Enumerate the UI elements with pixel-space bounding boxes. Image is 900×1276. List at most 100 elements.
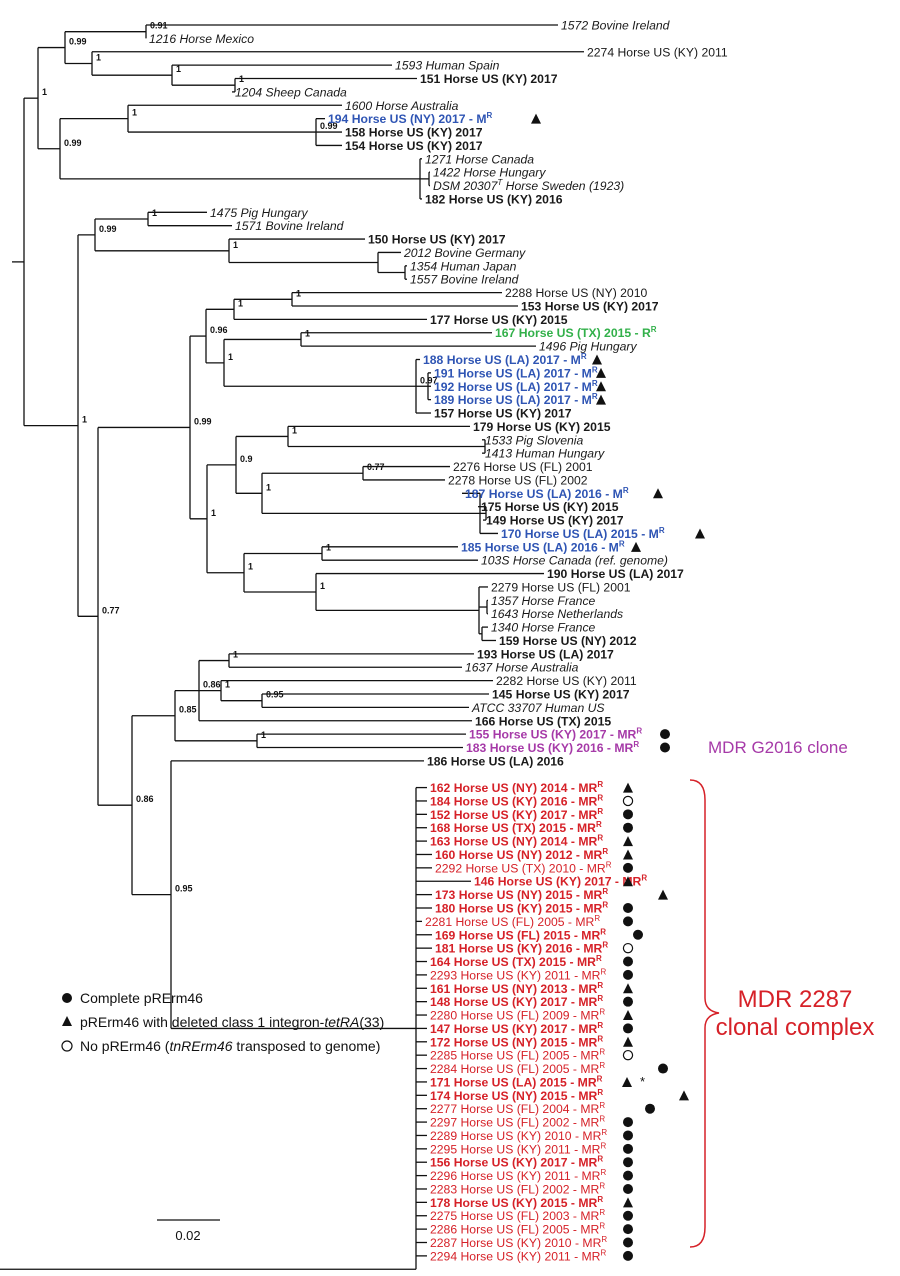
triangle-icon <box>695 528 705 539</box>
filled-dot-icon <box>623 1143 633 1154</box>
filled-dot-icon <box>623 822 633 833</box>
filled-dot-icon <box>623 996 633 1007</box>
leaf-label: 2284 Horse US (FL) 2005 - MRR <box>430 1061 605 1076</box>
leaf-label: 2280 Horse US (FL) 2009 - MRR <box>430 1008 605 1023</box>
support-value: 0.99 <box>194 416 212 426</box>
leaf-label: DSM 20307T Horse Sweden (1923) <box>433 178 624 193</box>
support-value: 0.77 <box>367 462 385 472</box>
triangle-icon <box>623 1010 633 1021</box>
leaf-label: 2274 Horse US (KY) 2011 <box>587 45 728 59</box>
leaf-label: 2296 Horse US (KY) 2011 - MRR <box>430 1168 606 1183</box>
support-value: 1 <box>152 208 157 218</box>
leaf-label: 2012 Bovine Germany <box>403 246 526 260</box>
leaf-label: 1637 Horse Australia <box>465 661 579 675</box>
leaf-label: 2283 Horse US (FL) 2002 - MRR <box>430 1181 605 1196</box>
leaf-label: 163 Horse US (NY) 2014 - MRR <box>430 834 603 849</box>
clade-brace-2287 <box>689 779 720 1248</box>
support-value: 0.77 <box>102 605 120 615</box>
support-value: 1 <box>239 74 244 84</box>
leaf-label: 1357 Horse France <box>491 594 596 608</box>
leaf-label: 155 Horse US (KY) 2017 - MRR <box>469 727 642 742</box>
filled-dot-icon <box>623 1170 633 1181</box>
leaf-label: 146 Horse US (KY) 2017 - MRR <box>474 874 647 889</box>
clade-label-2287-sub: clonal complex <box>716 1014 875 1041</box>
support-value: 0.95 <box>175 884 193 894</box>
clade-label-2287: MDR 2287 <box>738 986 853 1013</box>
leaf-label: 1340 Horse France <box>491 621 596 635</box>
support-value: 0.95 <box>266 690 284 700</box>
support-value: 1 <box>266 482 271 492</box>
leaf-label: 175 Horse US (KY) 2015 <box>481 500 619 514</box>
leaf-label: 187 Horse US (LA) 2016 - MR <box>465 486 629 501</box>
leaf-label: 1643 Horse Netherlands <box>491 607 623 621</box>
leaf-label: 158 Horse US (KY) 2017 <box>345 126 483 140</box>
leaf-label: 2297 Horse US (FL) 2002 - MRR <box>430 1115 605 1130</box>
triangle-icon <box>596 394 606 405</box>
leaf-label: 147 Horse US (KY) 2017 - MRR <box>430 1021 603 1036</box>
triangle-icon <box>596 367 606 378</box>
triangle-icon <box>623 849 633 860</box>
filled-dot-icon <box>623 916 633 927</box>
clade-label-g2016: MDR G2016 clone <box>708 738 848 757</box>
leaf-label: 192 Horse US (LA) 2017 - MR <box>434 379 598 394</box>
support-value: 1 <box>320 581 325 591</box>
support-value: 1 <box>261 730 266 740</box>
leaf-label: 1557 Bovine Ireland <box>410 273 520 287</box>
legend-complete: Complete pRErm46 <box>80 990 203 1006</box>
support-value: 0.91 <box>150 21 168 31</box>
filled-dot-icon <box>623 1023 633 1034</box>
leaf-label: 167 Horse US (TX) 2015 - RR <box>495 325 657 340</box>
filled-dot-icon <box>623 956 633 967</box>
leaf-label: 185 Horse US (LA) 2016 - MR <box>461 539 625 554</box>
leaf-label: 151 Horse US (KY) 2017 <box>420 72 558 86</box>
filled-dot-icon <box>62 993 72 1003</box>
leaf-label: 1572 Bovine Ireland <box>561 19 671 33</box>
leaf-label: 2289 Horse US (KY) 2010 - MRR <box>430 1128 607 1143</box>
support-value: 0.86 <box>136 794 154 804</box>
leaf-label: 179 Horse US (KY) 2015 <box>473 420 611 434</box>
leaf-label: 150 Horse US (KY) 2017 <box>368 233 506 247</box>
leaf-label: 1593 Human Spain <box>395 59 500 73</box>
triangle-icon <box>623 782 633 793</box>
leaf-label: 188 Horse US (LA) 2017 - MR <box>423 352 587 367</box>
leaf-label: 2295 Horse US (KY) 2011 - MRR <box>430 1141 606 1156</box>
open-circle-icon <box>622 795 634 807</box>
leaf-label: 172 Horse US (NY) 2015 - MRR <box>430 1034 603 1049</box>
leaf-label: ATCC 33707 Human US <box>471 701 605 715</box>
filled-dot-icon <box>623 1224 633 1235</box>
scale-bar-label: 0.02 <box>175 1228 200 1243</box>
filled-dot-icon <box>623 1183 633 1194</box>
triangle-icon <box>596 381 606 392</box>
leaf-label: 149 Horse US (KY) 2017 <box>486 514 624 528</box>
support-value: 0.99 <box>320 121 338 131</box>
filled-dot-icon <box>623 1130 633 1141</box>
support-value: 0.99 <box>64 138 82 148</box>
leaf-label: 103S Horse Canada (ref. genome) <box>481 554 668 568</box>
support-value: 1 <box>305 328 310 338</box>
triangle-icon <box>631 541 641 552</box>
support-value: 1 <box>228 352 233 362</box>
leaf-label: 184 Horse US (KY) 2016 - MRR <box>430 793 603 808</box>
leaf-label: 170 Horse US (LA) 2015 - MR <box>501 526 665 541</box>
leaf-label: 1271 Horse Canada <box>425 152 534 166</box>
legend: Complete pRErm46 pRErm46 with deleted cl… <box>61 990 384 1054</box>
leaf-label: 193 Horse US (LA) 2017 <box>477 647 614 661</box>
support-value: 0.99 <box>69 37 87 47</box>
filled-dot-icon <box>623 1157 633 1168</box>
leaf-label: 2293 Horse US (KY) 2011 - MRR <box>430 967 606 982</box>
leaf-label: 191 Horse US (LA) 2017 - MR <box>434 365 598 380</box>
leaf-markers: * <box>531 113 705 1261</box>
leaf-label: 1204 Sheep Canada <box>235 85 347 99</box>
filled-dot-icon <box>623 1237 633 1248</box>
support-value: 1 <box>326 543 331 553</box>
filled-dot-icon <box>623 1117 633 1128</box>
support-value: 1 <box>225 680 230 690</box>
leaf-label: 156 Horse US (KY) 2017 - MRR <box>430 1155 603 1170</box>
asterisk-note: * <box>640 1074 645 1089</box>
leaf-label: 145 Horse US (KY) 2017 <box>492 688 630 702</box>
leaf-label: 1413 Human Hungary <box>485 447 605 461</box>
leaf-label: 1496 Pig Hungary <box>539 340 637 354</box>
tree-branches <box>0 24 584 1270</box>
